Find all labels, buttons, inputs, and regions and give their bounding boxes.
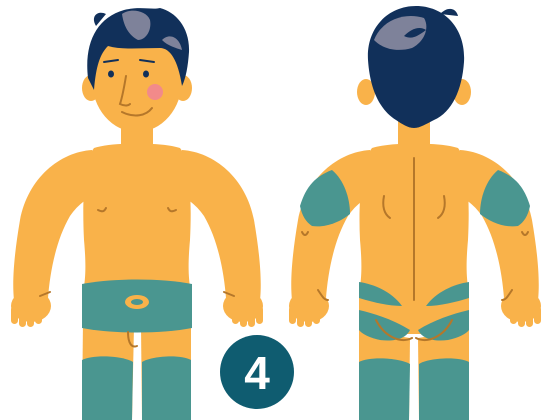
- step-number-badge: 4: [220, 335, 294, 409]
- back-body-figure-icon: [289, 6, 541, 420]
- step-number-text: 4: [244, 347, 270, 399]
